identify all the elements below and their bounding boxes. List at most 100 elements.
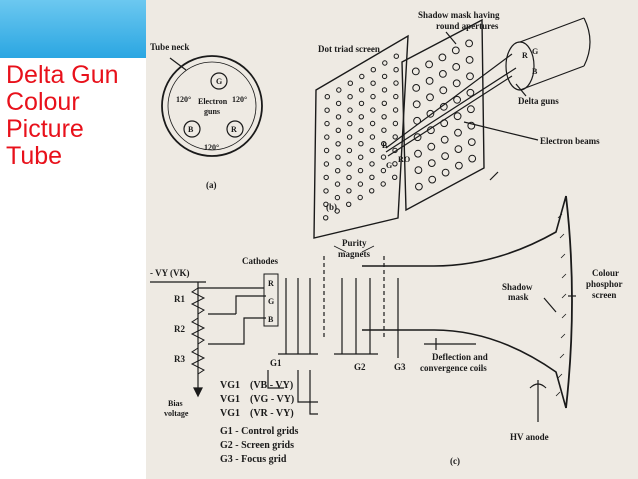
triad-dot: [324, 134, 330, 140]
mask-aperture: [465, 56, 474, 64]
mask-aperture: [427, 142, 436, 151]
mask-aperture: [441, 168, 450, 177]
legend-g1: G1 - Control grids: [220, 426, 299, 437]
triad-dot: [347, 94, 353, 100]
triad-dot: [358, 87, 365, 93]
label-mask: mask: [508, 292, 529, 302]
label-screen: screen: [592, 290, 616, 300]
triad-dot: [392, 120, 399, 127]
label-g1: G1: [270, 358, 282, 368]
mask-aperture: [427, 159, 436, 168]
triad-dot: [335, 141, 341, 147]
triad-dot: [392, 134, 398, 140]
gun-letter-g: G: [216, 77, 222, 86]
caption-b: (b): [326, 202, 337, 212]
triad-dot: [346, 188, 352, 194]
mask-aperture: [467, 105, 475, 114]
label-r1: R1: [174, 294, 185, 304]
title-line-1: Delta Gun: [6, 61, 119, 89]
triad-dot: [334, 181, 341, 187]
figure-c-tube: [150, 195, 576, 422]
label-bias: Bias: [168, 399, 183, 408]
triad-dot: [358, 154, 364, 160]
mask-aperture: [455, 161, 463, 170]
triad-dot: [336, 87, 342, 93]
accent-bar: [0, 0, 152, 58]
triad-dot: [381, 114, 387, 120]
triad-dot: [381, 141, 387, 147]
mask-aperture: [440, 135, 449, 144]
caption-a: (a): [206, 180, 217, 190]
triad-dot: [381, 73, 388, 80]
gun-label-r: R: [522, 51, 528, 60]
equation-1-expr: (VB - VY): [250, 380, 293, 391]
triad-dot: [380, 167, 387, 174]
triad-dot: [357, 194, 363, 201]
triad-dot: [324, 94, 331, 100]
cathode-letter-b: B: [268, 315, 274, 324]
label-shadow: Shadow: [502, 282, 533, 292]
figure-b-screens: [313, 17, 591, 239]
triad-dot: [370, 107, 376, 113]
slide-title: Delta Gun Colour Picture Tube: [6, 62, 146, 170]
label-tube-neck: Tube neck: [150, 42, 189, 52]
title-line-3: Picture: [6, 115, 84, 143]
triad-dot: [324, 107, 330, 113]
mask-aperture: [453, 112, 462, 121]
equation-3-v: VG1: [220, 408, 240, 419]
triad-dot: [334, 208, 340, 214]
triad-dot: [347, 107, 353, 113]
triad-dot: [369, 147, 375, 154]
triad-dot: [347, 120, 353, 127]
delta-gun-diagram: Tube neck G B R Electron guns 120° 120° …: [150, 10, 623, 466]
triad-dot: [358, 100, 365, 107]
triad-dot: [323, 147, 330, 154]
triad-dot: [369, 161, 375, 167]
mask-aperture: [412, 84, 421, 92]
triad-dot: [335, 154, 341, 160]
label-magnets: magnets: [338, 249, 370, 259]
label-delta-guns: Delta guns: [518, 96, 559, 106]
triad-dot: [346, 134, 353, 140]
label-hv-anode: HV anode: [510, 432, 549, 442]
equation-2-expr: (VG - VY): [250, 394, 294, 405]
mask-aperture: [468, 154, 477, 163]
triad-dot: [370, 80, 376, 86]
mask-aperture: [451, 46, 460, 55]
mask-aperture: [425, 77, 434, 85]
mask-aperture: [412, 100, 421, 109]
legend-g3: G3 - Focus grid: [220, 454, 287, 465]
label-phosphor: phosphor: [586, 279, 623, 289]
mask-aperture: [426, 109, 435, 118]
triad-dot: [381, 127, 387, 133]
mask-aperture: [452, 79, 461, 88]
triad-dot: [346, 201, 352, 208]
triad-dot: [335, 114, 342, 120]
dot-label-r: R: [398, 155, 404, 164]
triad-dot: [392, 174, 398, 181]
triad-dot: [334, 194, 341, 201]
equation-3-expr: (VR - VY): [250, 408, 294, 419]
gun-letter-b: B: [188, 125, 194, 134]
dot-label-b: B: [382, 141, 388, 150]
triad-dot: [392, 161, 398, 167]
triad-dot: [323, 188, 329, 194]
cathode-letter-r: R: [268, 279, 274, 288]
triad-dot: [393, 67, 399, 73]
gun-label-g: G: [532, 47, 538, 56]
mask-aperture: [438, 53, 447, 62]
triad-dot: [392, 107, 399, 113]
triad-dot: [380, 154, 387, 160]
mask-aperture: [413, 133, 422, 142]
mask-aperture: [439, 86, 448, 95]
label-g3: G3: [394, 362, 406, 372]
mask-aperture: [428, 175, 437, 184]
angle-right: 120°: [232, 95, 247, 104]
label-cathodes: Cathodes: [242, 256, 279, 266]
triad-dot: [369, 188, 375, 194]
label-vy: - VY (VK): [150, 268, 190, 278]
triad-dot: [323, 174, 329, 181]
angle-left: 120°: [176, 95, 191, 104]
dot-label-o: O: [404, 155, 410, 164]
scanned-figure-background: [146, 0, 638, 479]
